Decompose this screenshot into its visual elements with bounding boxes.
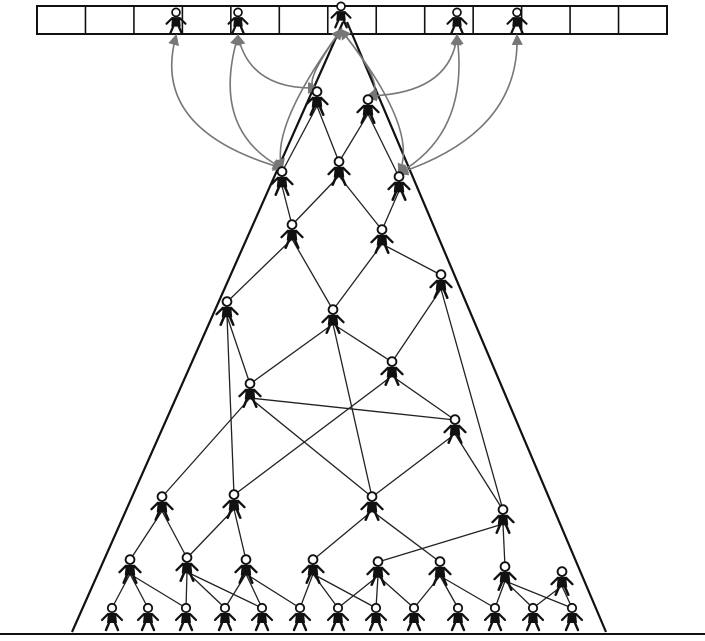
network-link bbox=[392, 376, 455, 420]
network-link bbox=[317, 106, 339, 162]
person-figure bbox=[431, 270, 452, 298]
top-bar-grid bbox=[37, 6, 667, 34]
base-person-figure bbox=[404, 604, 424, 630]
network-link bbox=[292, 239, 333, 310]
person-figure bbox=[552, 567, 573, 595]
network-link bbox=[162, 398, 250, 497]
network-link bbox=[441, 289, 503, 510]
network-link bbox=[392, 289, 441, 362]
network-link bbox=[225, 574, 246, 608]
base-person-figure bbox=[290, 604, 310, 630]
person-figure bbox=[272, 167, 293, 195]
network-link bbox=[372, 511, 440, 562]
network-link bbox=[250, 324, 333, 384]
network-link bbox=[313, 511, 372, 560]
curved-arrow bbox=[399, 36, 517, 173]
network-link bbox=[372, 434, 455, 497]
base-person-figure bbox=[448, 604, 468, 630]
curved-arrow bbox=[172, 36, 282, 168]
person-figure bbox=[152, 492, 173, 520]
curved-arrow bbox=[399, 36, 459, 173]
bar-frame bbox=[37, 6, 667, 34]
base-person-figure bbox=[176, 604, 196, 630]
network-link bbox=[382, 244, 441, 275]
network-link bbox=[162, 511, 187, 558]
network-link bbox=[227, 316, 250, 384]
network-link bbox=[300, 574, 313, 608]
person-figure bbox=[307, 87, 328, 115]
pyramid-left-edge bbox=[72, 22, 343, 632]
base-person-figure bbox=[102, 604, 122, 630]
person-figure bbox=[329, 157, 350, 185]
base-person-figure bbox=[562, 604, 582, 630]
network-link bbox=[112, 574, 130, 608]
person-figure bbox=[362, 492, 383, 520]
base-person-figure bbox=[215, 604, 235, 630]
network-link bbox=[186, 572, 187, 608]
pyramid-outline bbox=[72, 22, 606, 632]
network-link bbox=[455, 434, 503, 510]
network-link bbox=[282, 106, 317, 172]
person-figure bbox=[389, 172, 410, 200]
base-person-figure bbox=[485, 604, 505, 630]
curved-arrows bbox=[172, 30, 517, 173]
base-person-figure bbox=[366, 604, 386, 630]
base-person-figure bbox=[138, 604, 158, 630]
person-figure bbox=[224, 490, 245, 518]
curved-arrow bbox=[230, 36, 282, 168]
network-link bbox=[250, 398, 455, 420]
network-link bbox=[368, 114, 399, 177]
person-figure bbox=[282, 220, 303, 248]
network-link bbox=[333, 244, 382, 310]
network-links bbox=[112, 106, 572, 608]
network-link bbox=[227, 316, 234, 495]
base-person-figure bbox=[252, 604, 272, 630]
network-link bbox=[382, 191, 399, 230]
person-figure bbox=[358, 95, 379, 123]
pyramid-right-edge bbox=[347, 22, 606, 632]
network-link bbox=[227, 239, 292, 302]
person-figure bbox=[495, 562, 516, 590]
base-person-figure bbox=[523, 604, 543, 630]
network-link bbox=[250, 398, 372, 497]
base-person-figure bbox=[328, 604, 348, 630]
network-link bbox=[440, 576, 495, 608]
person-figure bbox=[240, 379, 261, 407]
network-link bbox=[338, 576, 378, 608]
network-link bbox=[503, 524, 505, 567]
curved-arrow bbox=[238, 36, 317, 88]
curved-arrow bbox=[341, 30, 375, 96]
network-link bbox=[333, 324, 392, 362]
